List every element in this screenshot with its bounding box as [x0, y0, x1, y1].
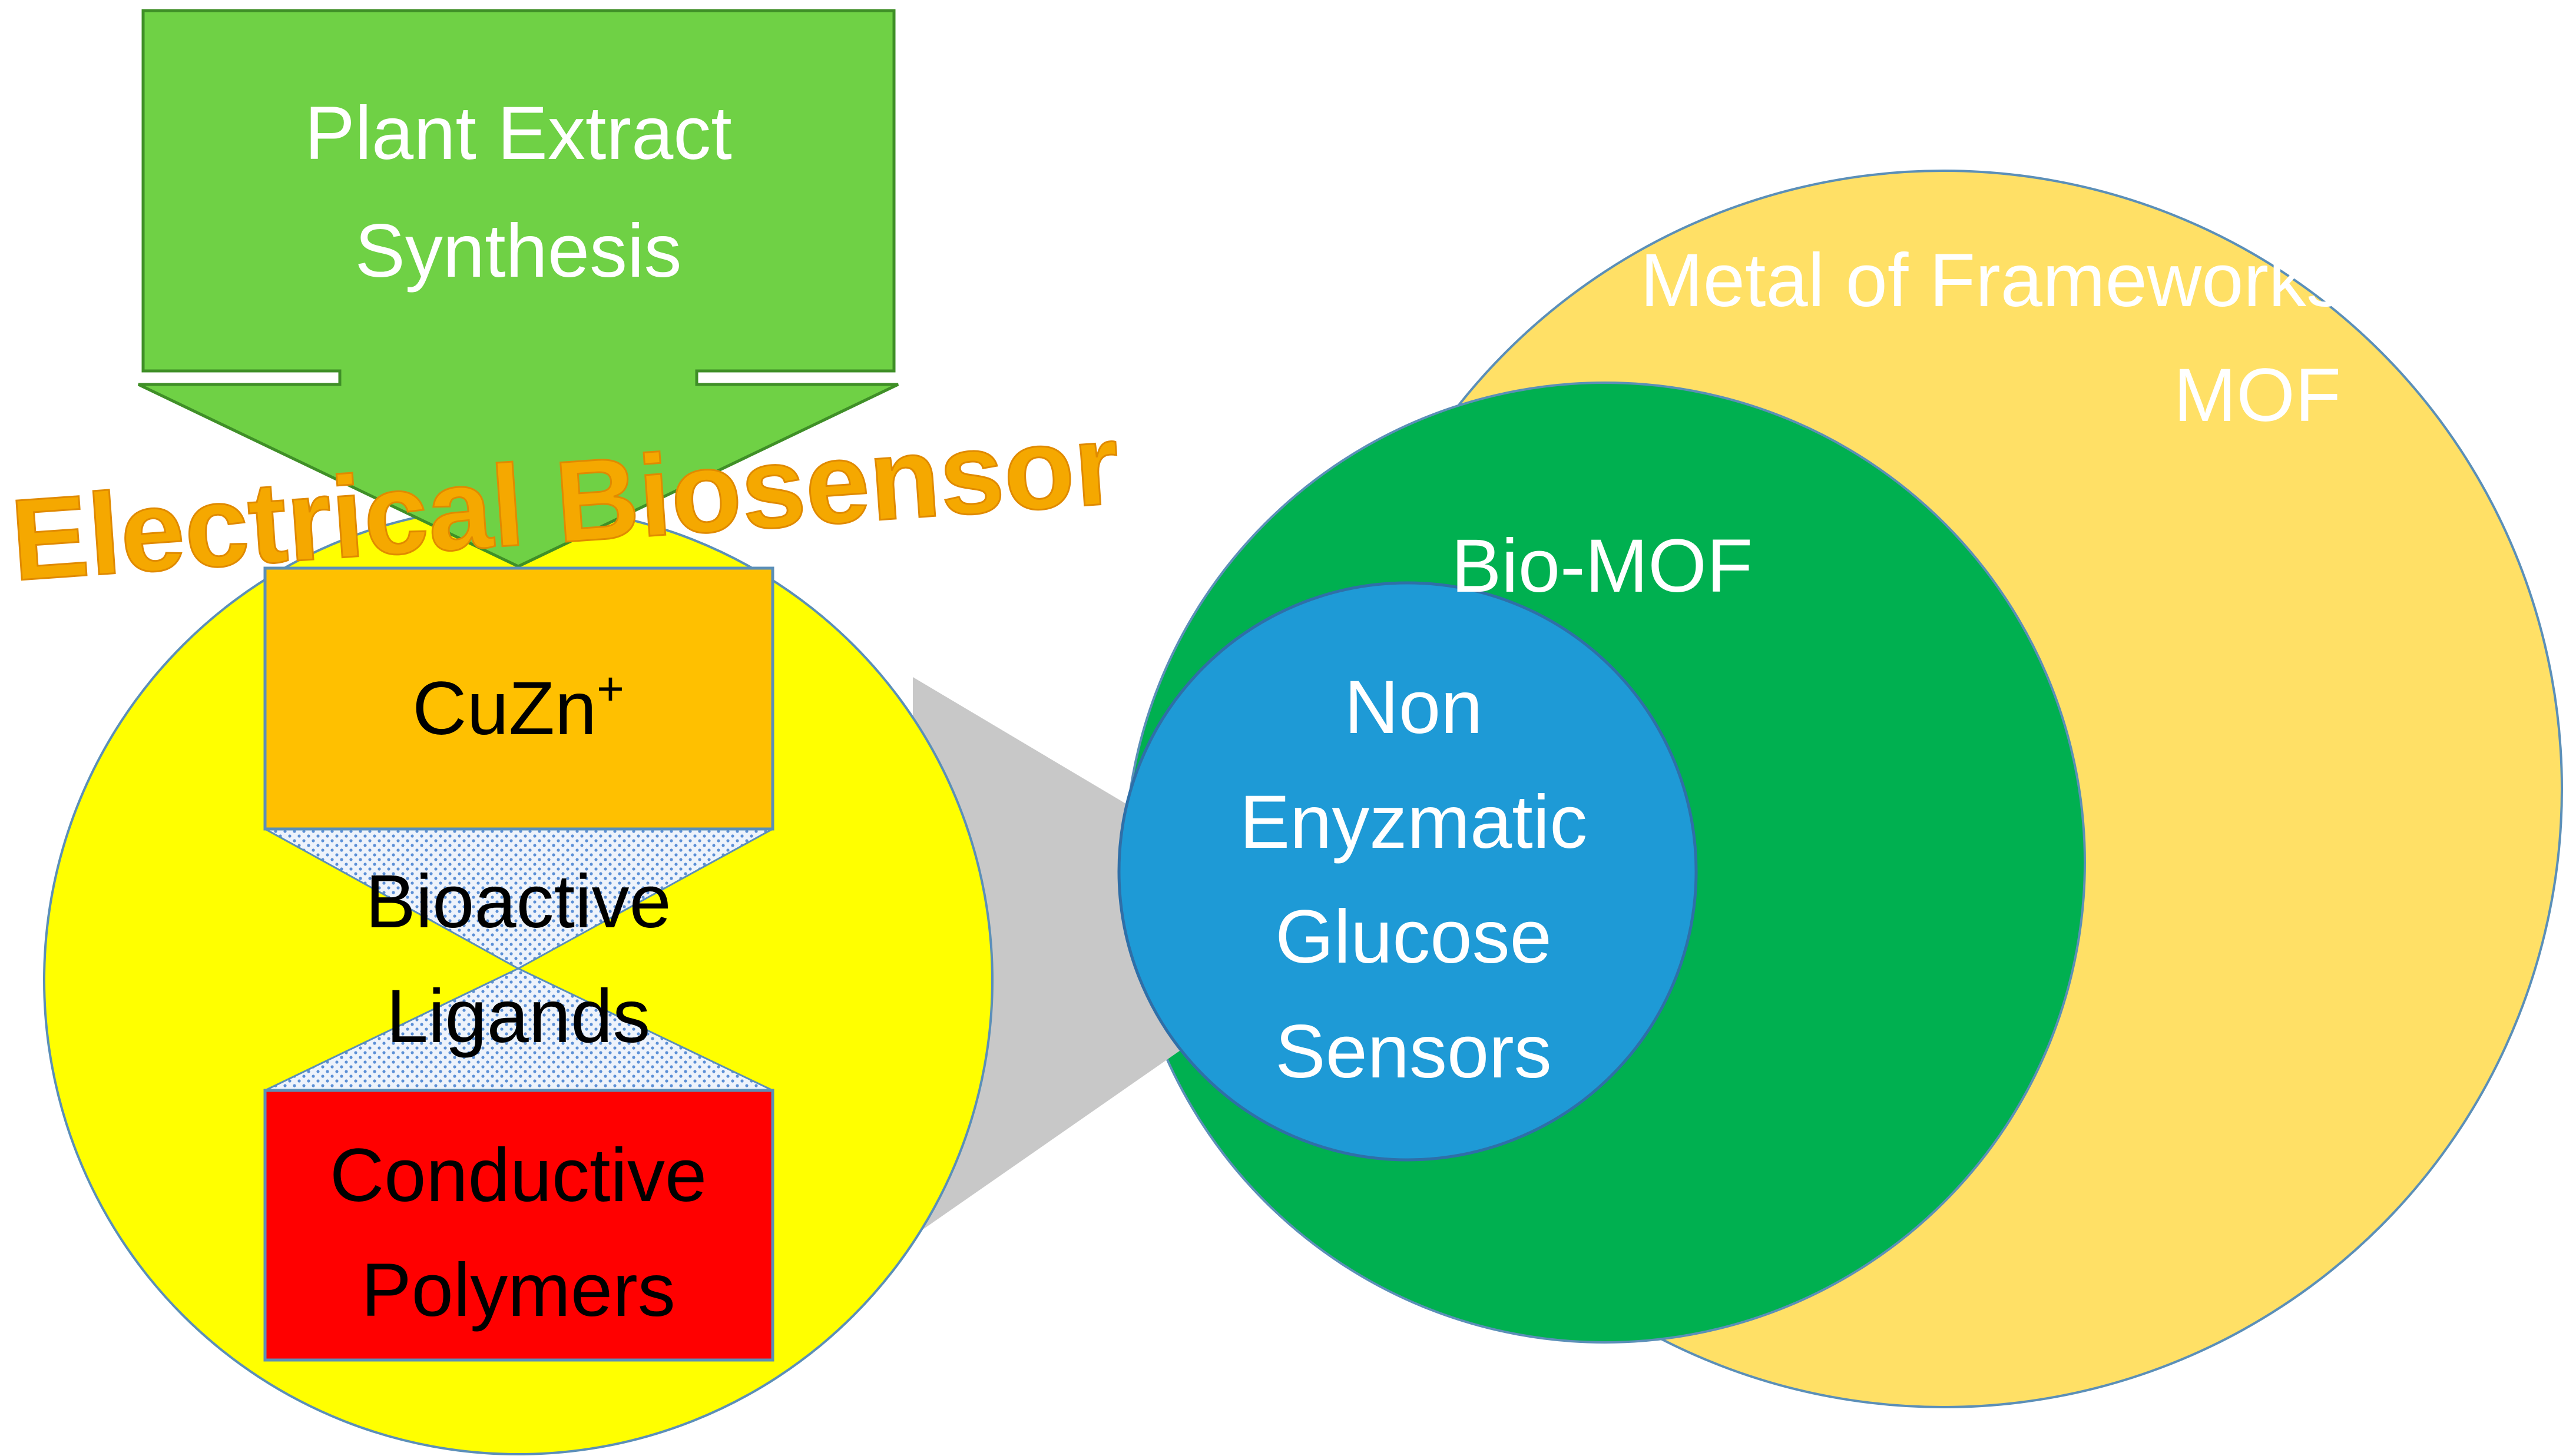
ligand-label-line1: Bioactive [365, 860, 671, 944]
synthesis-label-line2: Synthesis [355, 209, 682, 293]
glucose-label-line2: Enyzmatic [1240, 780, 1587, 864]
synthesis-arrow [137, 9, 899, 568]
polymer-label-line1: Conductive [330, 1133, 707, 1218]
mof-label-line2: MOF [2174, 353, 2341, 437]
conductive-polymer-box [263, 1089, 774, 1362]
mof-label-line1: Metal of Frameworks [1640, 238, 2344, 323]
glucose-label-line4: Sensors [1275, 1010, 1552, 1094]
glucose-label-line1: Non [1345, 665, 1483, 749]
synthesis-label-line1: Plant Extract [304, 91, 732, 175]
metal-ion-box [263, 566, 774, 831]
glucose-label-line3: Glucose [1275, 895, 1552, 979]
ligand-label-line2: Ligands [386, 974, 650, 1059]
metal-ion-superscript: + [597, 662, 624, 715]
glucose-sensor-circle [1117, 581, 1698, 1162]
zoom-connector [913, 677, 1184, 1236]
bio-mof-label: Bio-MOF [1451, 524, 1753, 608]
polymer-label-line2: Polymers [361, 1248, 675, 1332]
metal-ion-label: CuZn+ [412, 662, 624, 751]
